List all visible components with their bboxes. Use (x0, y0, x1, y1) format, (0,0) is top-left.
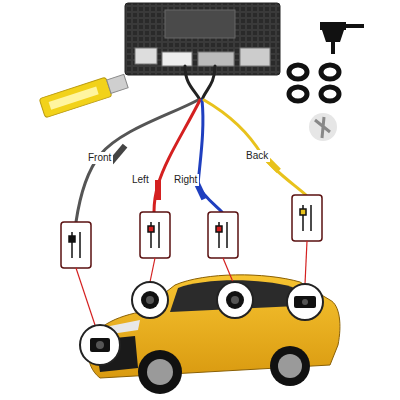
camera-circles (80, 282, 323, 365)
cable-harness (76, 66, 306, 222)
connector (240, 48, 270, 66)
connector (162, 52, 192, 66)
head-unit (125, 3, 280, 75)
leader-lines (76, 241, 307, 325)
wire-label: Right (172, 174, 199, 186)
camera-boxes (61, 195, 322, 268)
wire-label: Front (86, 152, 113, 164)
connector (135, 48, 157, 64)
screw (309, 113, 337, 141)
wire-label: Back (244, 150, 270, 162)
rubber-rings (289, 65, 339, 101)
suv-car (88, 275, 340, 394)
hole-saw (320, 22, 364, 54)
wire-label: Left (130, 174, 151, 186)
connector (198, 52, 234, 66)
heatsink (165, 10, 235, 38)
usb-stick (39, 72, 129, 118)
